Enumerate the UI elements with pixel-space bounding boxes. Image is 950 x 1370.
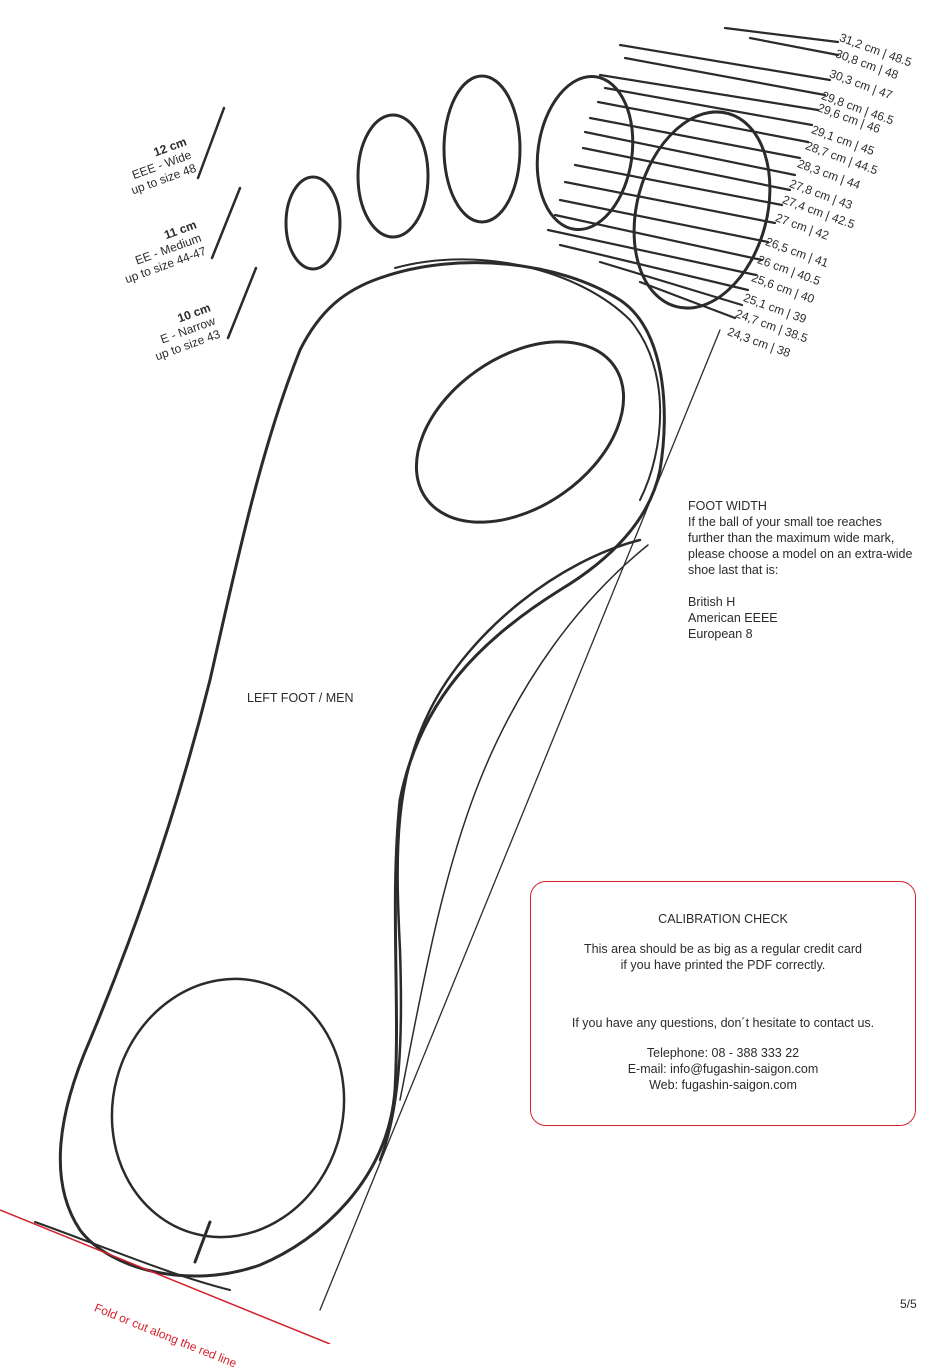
foot-width-line: please choose a model on an extra-wide [688, 547, 913, 561]
foot-width-line: If the ball of your small toe reaches [688, 515, 882, 529]
contact-email: E-mail: info@fugashin-saigon.com [627, 1062, 819, 1076]
width-standard: American EEEE [688, 611, 778, 625]
arch-line [378, 538, 642, 1162]
width-mark-12 [196, 106, 226, 180]
contact-intro: If you have any questions, don´t hesitat… [571, 1016, 875, 1030]
toe-5 [284, 175, 342, 271]
big-toe [632, 110, 772, 310]
calibration-desc: if you have printed the PDF correctly. [620, 958, 826, 972]
width-mark-11 [210, 186, 242, 260]
calibration-box: CALIBRATION CHECK This area should be as… [530, 881, 916, 1126]
heel-outline [110, 977, 346, 1239]
toe-3 [442, 74, 522, 224]
foot-width-note: FOOT WIDTH If the ball of your small toe… [688, 498, 938, 642]
foot-width-line: shoe last that is: [688, 563, 779, 577]
ball-outline [414, 340, 626, 524]
calibration-desc: This area should be as big as a regular … [584, 942, 862, 956]
toe-2 [535, 74, 635, 232]
toe-4 [356, 113, 430, 239]
contact-web: Web: fugashin-saigon.com [649, 1078, 797, 1092]
foot-outline [58, 261, 666, 1278]
width-mark-10 [226, 266, 258, 340]
fold-line [0, 1209, 331, 1344]
foot-label: LEFT FOOT / MEN [247, 691, 354, 705]
width-standard: European 8 [688, 627, 753, 641]
foot-width-heading: FOOT WIDTH [688, 499, 767, 513]
foot-width-line: further than the maximum wide mark, [688, 531, 895, 545]
width-standard: British H [688, 595, 736, 609]
contact-telephone: Telephone: 08 - 388 333 22 [646, 1046, 800, 1060]
calibration-title: CALIBRATION CHECK [658, 912, 788, 926]
page-number: 5/5 [900, 1297, 917, 1311]
